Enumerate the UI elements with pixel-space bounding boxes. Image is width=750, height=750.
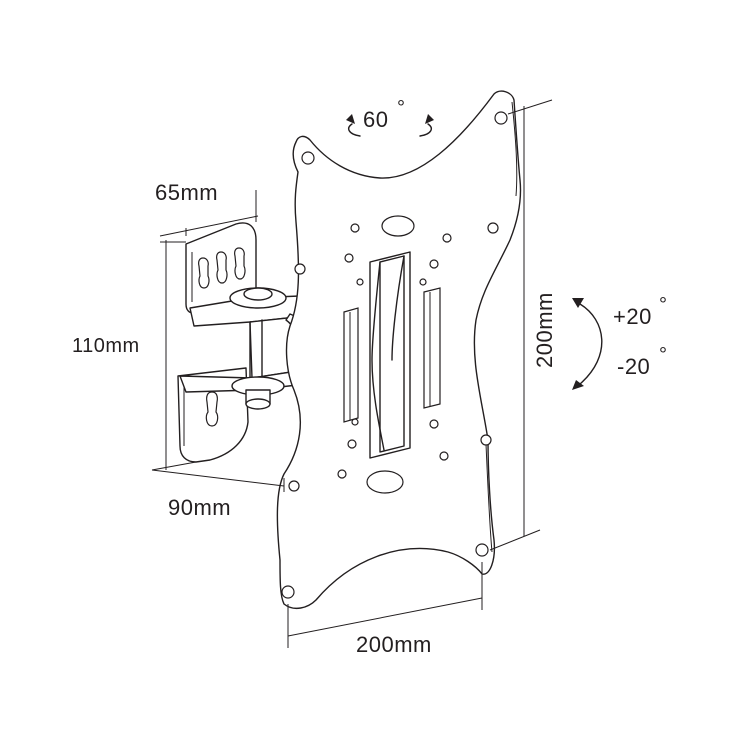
dimension-wall-plate-width: 65mm (155, 180, 259, 237)
tilt-down-label: -20 (617, 354, 650, 379)
dimension-vesa-horizontal: 200mm (287, 562, 483, 657)
wall-plate-lower-slot (205, 391, 219, 427)
vesa-center-channel (369, 251, 411, 459)
arm-extension-label: 90mm (168, 495, 231, 520)
vesa-hole-top-left (301, 151, 315, 165)
swivel-arm (179, 287, 315, 410)
vesa-vertical-label: 200mm (532, 292, 557, 368)
rotation-degree-symbol: ° (397, 97, 406, 119)
rotation-label: 60 (363, 107, 388, 132)
vesa-right-slot (423, 287, 441, 409)
tilt-arrow-up (572, 298, 584, 308)
wall-plate-width-label: 65mm (155, 180, 218, 205)
wall-plate-height-label: 110mm (72, 335, 140, 357)
dimension-arm-extension: 90mm (151, 469, 285, 520)
vesa-hole-top-right (494, 111, 508, 125)
vesa-plate (276, 90, 522, 610)
tilt-down-degree-symbol: ° (659, 344, 668, 366)
vesa-left-slot (343, 307, 359, 423)
tilt-up-label: +20 (613, 304, 652, 329)
tilt-up-degree-symbol: ° (659, 294, 668, 316)
pivot-top (229, 287, 287, 309)
vesa-hole-bottom-left (281, 585, 295, 599)
rotation-arrow-left (346, 114, 355, 124)
rotation-arrow-right (425, 114, 434, 124)
wall-plate-upper-slot-2 (216, 251, 228, 284)
vesa-bottom-oval (366, 470, 404, 494)
wall-plate-upper-slot-1 (198, 257, 210, 289)
vesa-hole-bottom-right (475, 543, 489, 557)
dimension-vesa-vertical: 200mm (489, 99, 557, 551)
vesa-top-oval (381, 215, 415, 237)
wall-plate-upper-slot-3 (234, 247, 246, 280)
pivot-bottom (231, 376, 285, 410)
vesa-horizontal-label: 200mm (356, 632, 432, 657)
tilt-arrow-down (572, 380, 584, 390)
wall-plate (177, 222, 257, 463)
rotation-indicator: 60 ° (346, 97, 434, 137)
tilt-indicator: +20 ° -20 ° (572, 294, 668, 390)
dimension-wall-plate-height: 110mm (72, 240, 197, 471)
